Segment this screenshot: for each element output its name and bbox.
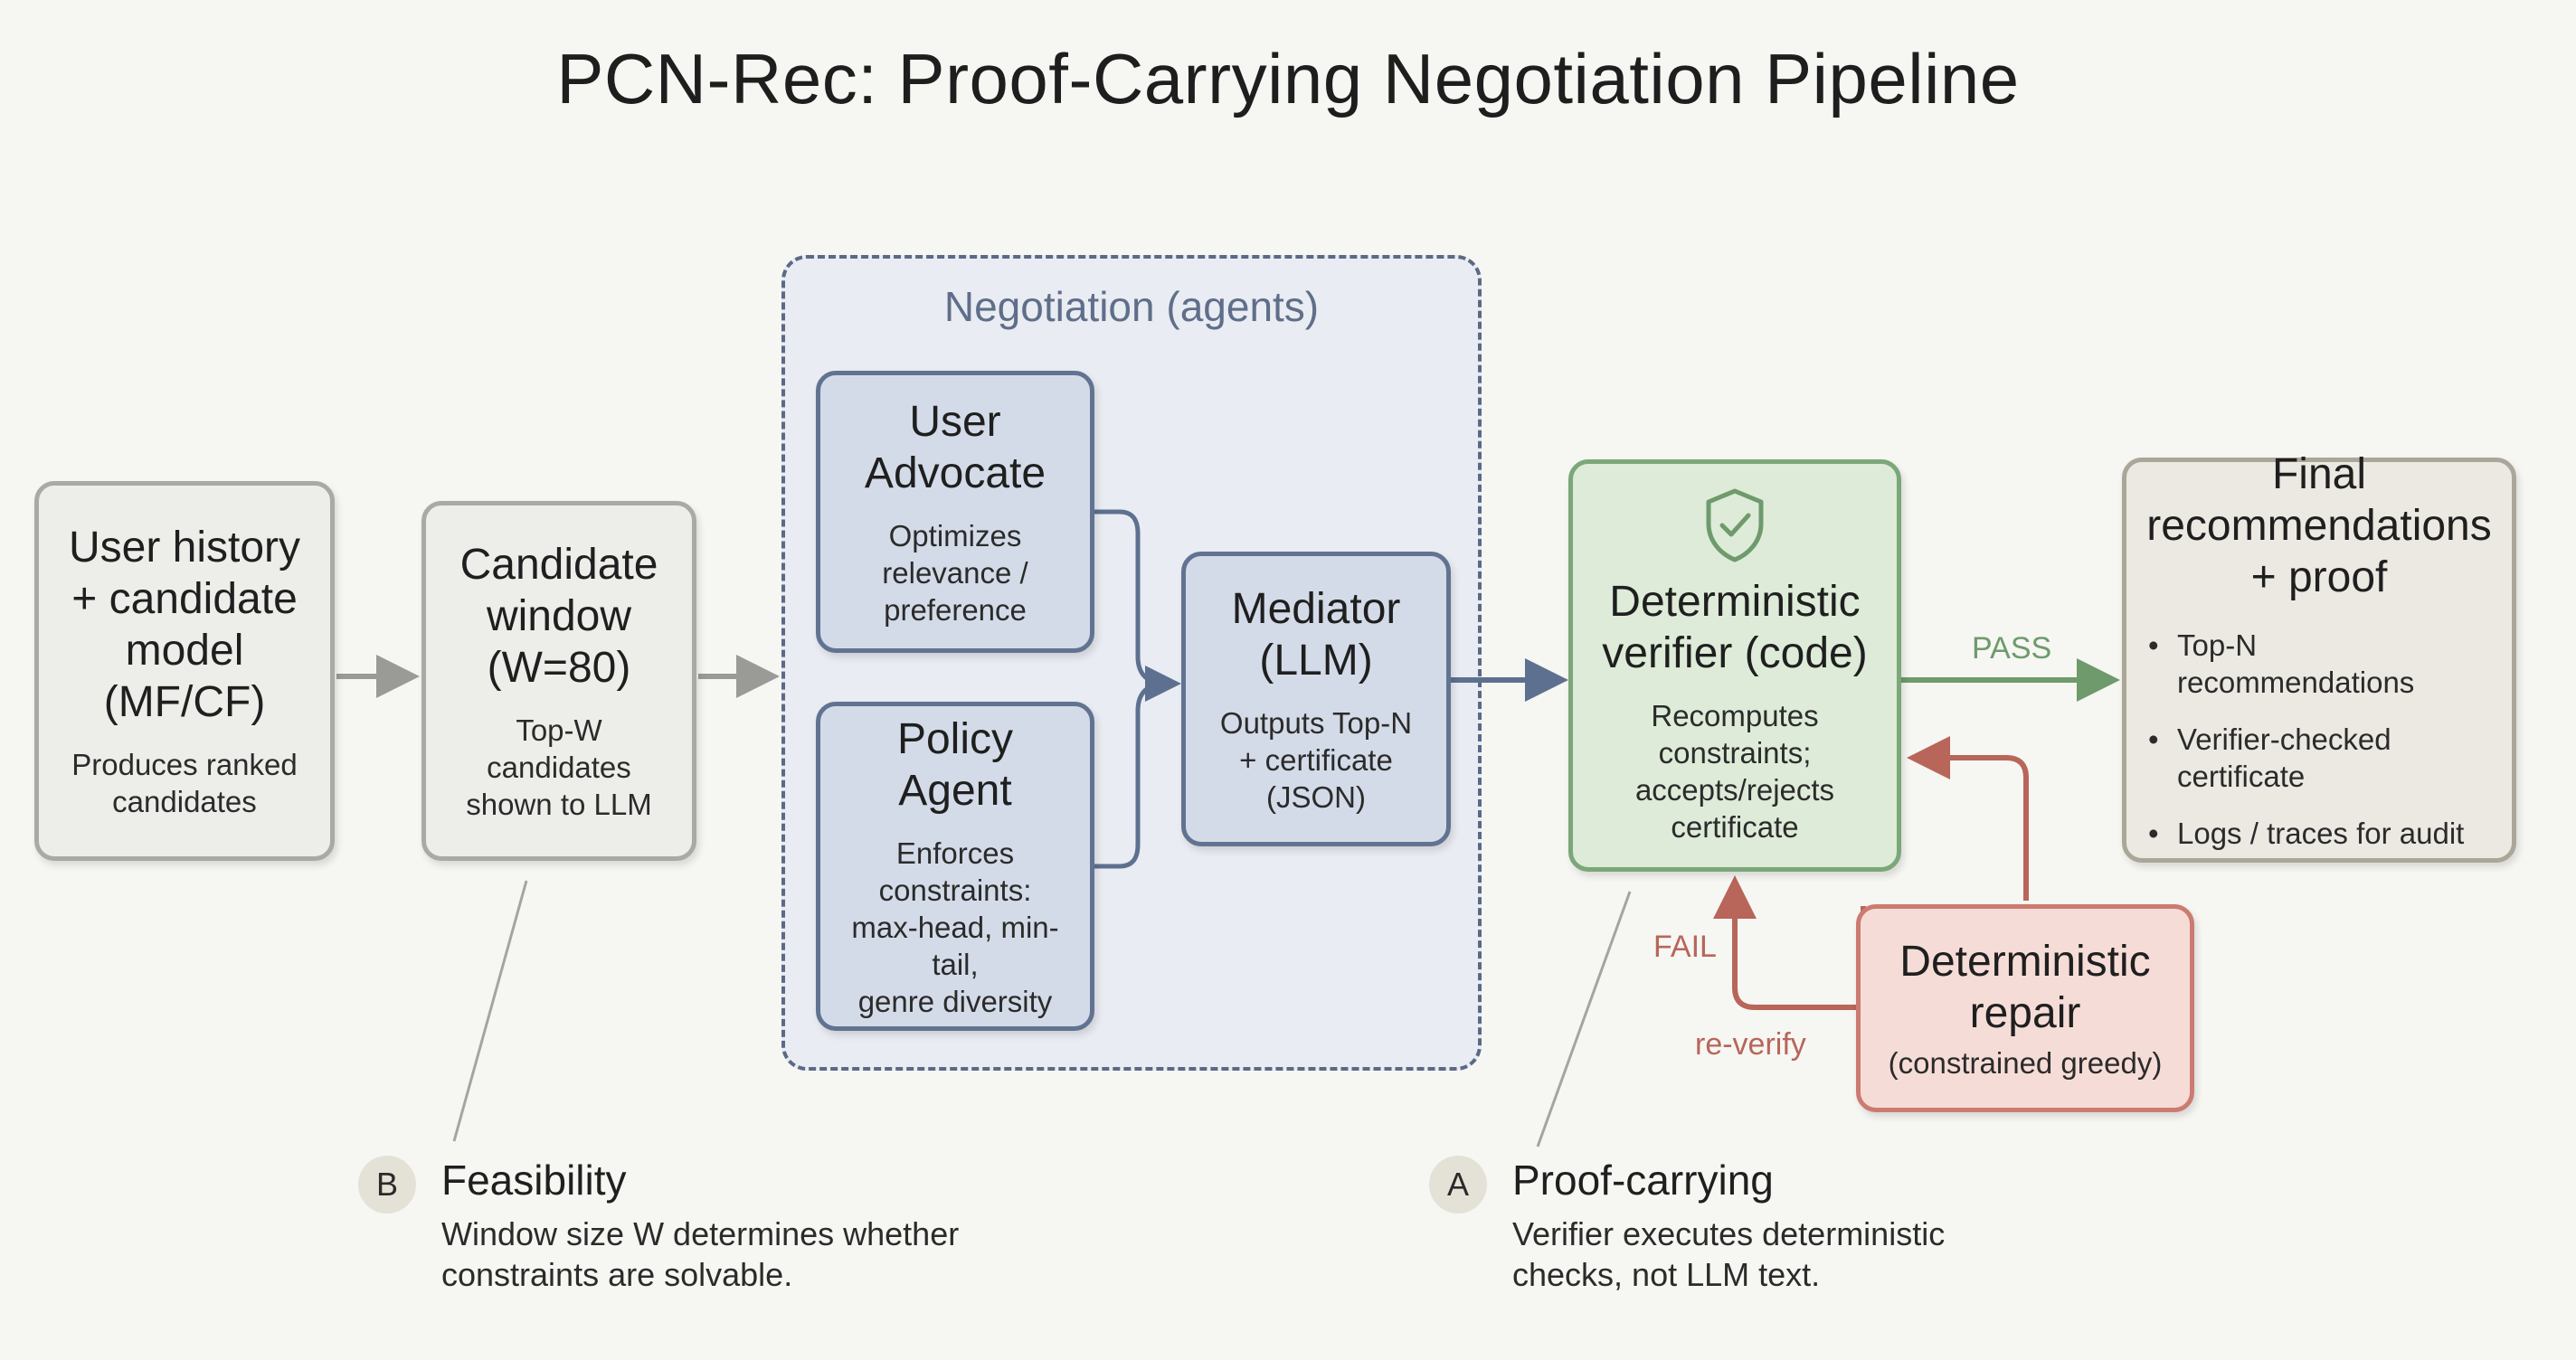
final-bullet: •Logs / traces for audit xyxy=(2148,817,2465,850)
repair-title: Deterministic repair xyxy=(1899,937,2151,1037)
repair-node: Deterministic repair (constrained greedy… xyxy=(1856,904,2194,1112)
user-history-title: User history + candidate model (MF/CF) xyxy=(68,524,301,726)
arrow-advocate-to-mediator xyxy=(1094,509,1181,702)
policy-agent-desc: Enforces constraints: max-head, min-tail… xyxy=(851,836,1059,1018)
note-b-title: Feasibility xyxy=(441,1157,627,1204)
note-b-body: Window size W determines whether constra… xyxy=(441,1215,960,1293)
final-bullet: •Verifier-checked certificate xyxy=(2148,722,2391,793)
shield-check-icon xyxy=(1706,488,1764,562)
callout-line-b xyxy=(452,880,528,1142)
arrow-reverify xyxy=(1713,875,1861,1010)
reverify-label: re-verify xyxy=(1695,1027,1806,1062)
mediator-node: Mediator (LLM) Outputs Top-N + certifica… xyxy=(1181,552,1451,846)
pass-label: PASS xyxy=(1972,631,2052,666)
final-bullet: •Top-N recommendations xyxy=(2148,628,2415,699)
final-node: Final recommendations + proof •Top-N rec… xyxy=(2122,450,2516,863)
arrow-repair-up xyxy=(1907,736,2029,901)
final-title: Final recommendations + proof xyxy=(2146,450,2492,601)
candidate-window-node: Candidate window (W=80) Top-W candidates… xyxy=(421,501,696,861)
user-history-node: User history + candidate model (MF/CF) P… xyxy=(34,481,335,861)
candidate-window-title: Candidate window (W=80) xyxy=(459,541,658,692)
verifier-title: Deterministic verifier (code) xyxy=(1602,578,1868,677)
callout-line-a xyxy=(1536,891,1632,1148)
final-bullet-list: •Top-N recommendations •Verifier-checked… xyxy=(2139,627,2499,872)
user-history-desc: Produces ranked candidates xyxy=(71,748,298,818)
note-a-body: Verifier executes deterministic checks, … xyxy=(1512,1215,1946,1293)
verifier-node: Deterministic verifier (code) Recomputes… xyxy=(1568,459,1901,872)
diagram-title: PCN-Rec: Proof-Carrying Negotiation Pipe… xyxy=(556,39,2020,118)
candidate-window-desc: Top-W candidates shown to LLM xyxy=(466,713,652,821)
user-advocate-title: User Advocate xyxy=(864,397,1046,497)
verifier-desc: Recomputes constraints; accepts/rejects … xyxy=(1634,699,1835,844)
mediator-desc: Outputs Top-N + certificate (JSON) xyxy=(1219,705,1413,814)
mediator-title: Mediator (LLM) xyxy=(1231,584,1401,685)
fail-label: FAIL xyxy=(1653,930,1717,964)
policy-agent-title: Policy Agent xyxy=(896,714,1014,815)
user-advocate-node: User Advocate Optimizes relevance / pref… xyxy=(816,371,1094,653)
note-a-badge: A xyxy=(1429,1156,1487,1214)
note-b-badge: B xyxy=(358,1156,416,1214)
policy-agent-node: Policy Agent Enforces constraints: max-h… xyxy=(816,702,1094,1031)
note-a-title: Proof-carrying xyxy=(1512,1157,1774,1204)
negotiation-group-title: Negotiation (agents) xyxy=(943,283,1320,330)
arrow-policy-to-mediator xyxy=(1094,681,1168,869)
user-advocate-desc: Optimizes relevance / preference xyxy=(882,518,1028,627)
repair-desc: (constrained greedy) xyxy=(1888,1045,2163,1080)
